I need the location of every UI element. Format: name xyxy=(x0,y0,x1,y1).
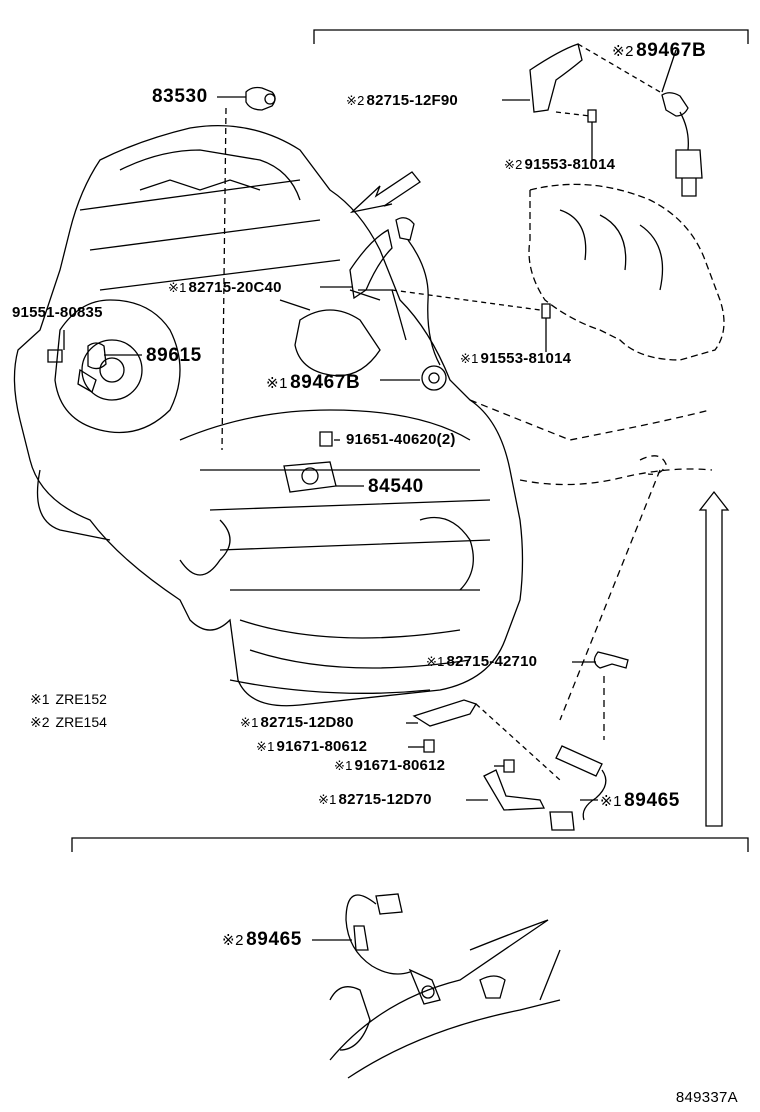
direction-arrow-upper xyxy=(349,171,421,214)
exhaust-manifold-zre154 xyxy=(528,183,725,361)
knock-sensor-89615 xyxy=(77,342,107,393)
oil-pressure-switch xyxy=(245,86,276,111)
bracket-12d80 xyxy=(412,699,561,781)
upper-section-bracket xyxy=(313,29,749,44)
lower-section-bracket xyxy=(71,837,749,852)
bracket-12d70 xyxy=(483,769,546,811)
oxygen-sensor-zre154 xyxy=(345,893,441,1005)
bolt-91553-81014-zre152 xyxy=(541,303,551,319)
part-number[interactable]: 82715-12D80 xyxy=(260,714,354,731)
bolt-91551-80835 xyxy=(47,349,63,363)
part-number[interactable]: 82715-20C40 xyxy=(188,279,282,296)
bolt-91671-80612-a xyxy=(423,739,435,753)
callout-83530: 83530 xyxy=(150,86,208,109)
legend-text: ZRE152 xyxy=(55,691,107,707)
legend-item-2: ※2 ZRE154 xyxy=(30,713,113,731)
legend-mark: ※2 xyxy=(30,714,50,730)
part-number[interactable]: 91671-80612 xyxy=(276,738,368,755)
part-number[interactable]: 89465 xyxy=(246,929,302,950)
legend-text: ZRE154 xyxy=(55,714,107,730)
direction-arrow-right xyxy=(698,490,730,827)
part-number[interactable]: 82715-12D70 xyxy=(338,791,432,808)
callout-84540: 84540 xyxy=(366,476,424,499)
part-number[interactable]: 84540 xyxy=(368,476,424,497)
part-number[interactable]: 89467B xyxy=(636,40,707,61)
clamp-42710 xyxy=(593,651,629,669)
part-number[interactable]: 91553-81014 xyxy=(524,156,616,173)
bolt-91651-40620 xyxy=(319,431,333,447)
part-number[interactable]: 91651-40620(2) xyxy=(346,431,456,448)
part-number[interactable]: 83530 xyxy=(152,86,208,107)
part-number[interactable]: 89465 xyxy=(624,790,680,811)
neutral-start-switch-84540 xyxy=(283,461,337,493)
exhaust-pipe-dashed xyxy=(469,399,713,740)
callout-91651-40620: 91651-40620(2) xyxy=(344,431,456,449)
bolt-91671-80612-b xyxy=(503,759,515,773)
leader-91553-zre152-dash xyxy=(391,289,541,311)
part-number[interactable]: 89615 xyxy=(146,345,202,366)
part-number[interactable]: 82715-42710 xyxy=(446,653,538,670)
part-number[interactable]: 91551-80835 xyxy=(12,304,103,321)
oxygen-sensor-zre152 xyxy=(549,745,607,831)
leader-83530-dash xyxy=(221,107,227,451)
part-number[interactable]: 89467B xyxy=(290,372,361,393)
callout-89615: 89615 xyxy=(144,345,202,368)
air-fuel-sensor-zre152 xyxy=(395,217,447,391)
part-number[interactable]: 82715-12F90 xyxy=(366,92,458,109)
leader-89467b-zre154 xyxy=(661,49,677,93)
air-fuel-sensor-zre154 xyxy=(661,92,703,197)
illustration-code: 849337A xyxy=(675,1089,738,1106)
legend-mark: ※1 xyxy=(30,691,50,707)
legend-item-1: ※1 ZRE152 xyxy=(30,690,113,708)
exhaust-pipe-zre154 xyxy=(329,919,561,1079)
part-number[interactable]: 91553-81014 xyxy=(480,350,572,367)
bracket-12f90 xyxy=(529,43,661,117)
part-number[interactable]: 91671-80612 xyxy=(354,757,446,774)
bolt-91553-81014-zre154 xyxy=(587,109,597,123)
callout-91551-80835: 91551-80835 xyxy=(10,304,103,322)
engine-assembly xyxy=(13,125,524,707)
